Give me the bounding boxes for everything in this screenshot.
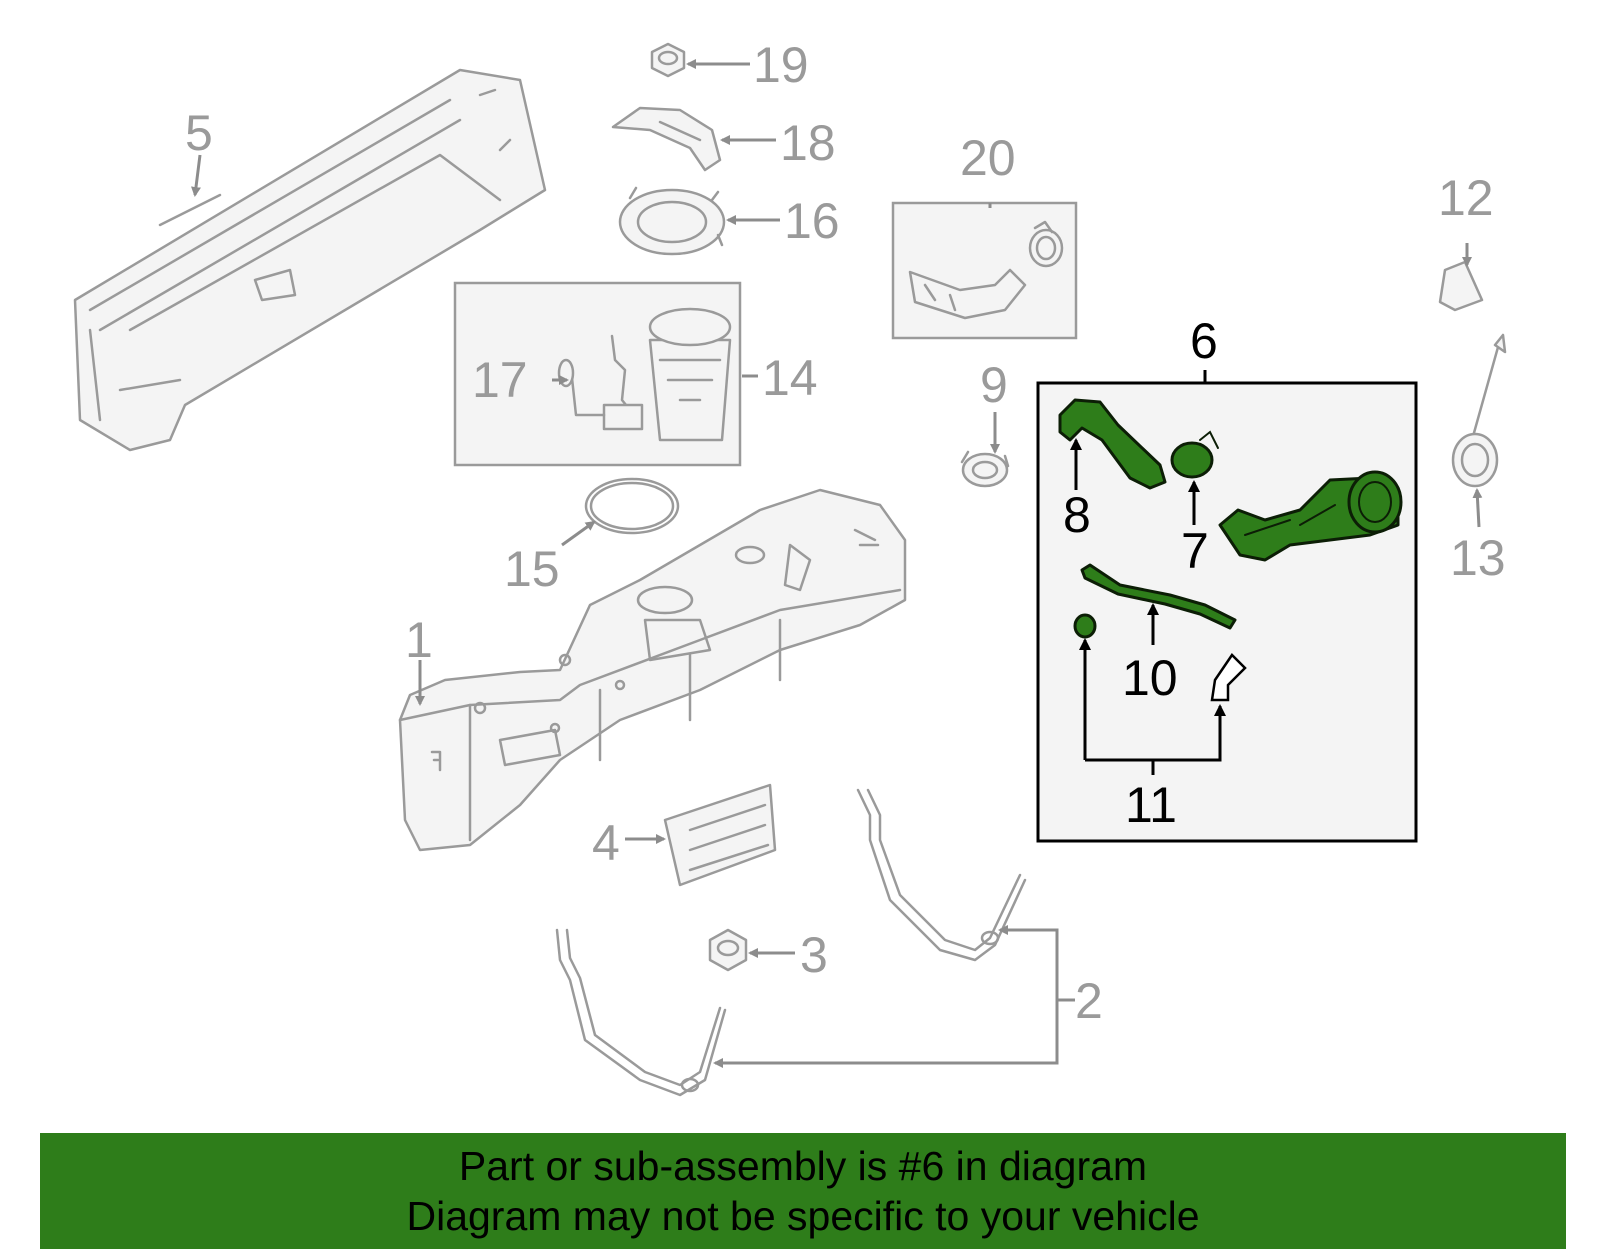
part-14-fuel-pump-box	[453, 281, 742, 467]
leader-lines	[191, 59, 1483, 1068]
part-1-fuel-tank	[398, 488, 907, 852]
part-4-heat-shield	[663, 783, 777, 887]
part-16-lock-ring	[618, 186, 726, 256]
callout-3: 3	[800, 927, 828, 983]
part-18-bracket	[611, 106, 722, 172]
callout-15: 15	[504, 541, 560, 597]
callout-17: 17	[472, 352, 528, 408]
part-11-grommet	[1073, 613, 1097, 639]
part-10-vent-tube	[1080, 563, 1237, 630]
callout-9: 9	[980, 357, 1008, 413]
callout-6: 6	[1190, 313, 1218, 369]
callout-5: 5	[185, 105, 213, 161]
highlight-leader-lines	[1070, 370, 1226, 775]
callout-8: 8	[1063, 487, 1091, 543]
part-19-nut	[650, 42, 686, 78]
callout-20: 20	[960, 130, 1016, 186]
callout-12: 12	[1438, 170, 1494, 226]
info-banner: Part or sub-assembly is #6 in diagram Di…	[40, 1133, 1566, 1249]
part-7-clamp	[1170, 441, 1214, 479]
callout-10: 10	[1122, 650, 1178, 706]
callout-11: 11	[1125, 777, 1177, 833]
part-15-gasket	[584, 477, 680, 535]
callout-14: 14	[762, 350, 818, 406]
part-9-clamp	[960, 450, 1010, 488]
part-3-nut	[708, 928, 748, 972]
banner-line-1: Part or sub-assembly is #6 in diagram	[458, 1143, 1148, 1189]
part-20-hose-kit-box	[891, 201, 1078, 340]
part-6-filler-assembly-box	[1036, 381, 1418, 843]
callout-4: 4	[592, 815, 620, 871]
callout-1: 1	[405, 612, 433, 668]
callout-16: 16	[784, 193, 840, 249]
callout-2: 2	[1075, 973, 1103, 1029]
callout-19: 19	[753, 37, 809, 93]
callout-13: 13	[1450, 530, 1506, 586]
callout-labels: 5 19 18 16 20 17 14 15 1 4 3 2 9 12 13 6…	[185, 37, 1506, 1029]
part-2-straps	[555, 788, 1027, 1097]
part-5-skid-plate	[73, 68, 547, 452]
part-12-bracket	[1438, 260, 1484, 312]
banner-line-2: Diagram may not be specific to your vehi…	[406, 1193, 1200, 1239]
callout-18: 18	[780, 115, 836, 171]
part-13-gauge	[1451, 333, 1507, 488]
callout-7: 7	[1181, 523, 1209, 579]
